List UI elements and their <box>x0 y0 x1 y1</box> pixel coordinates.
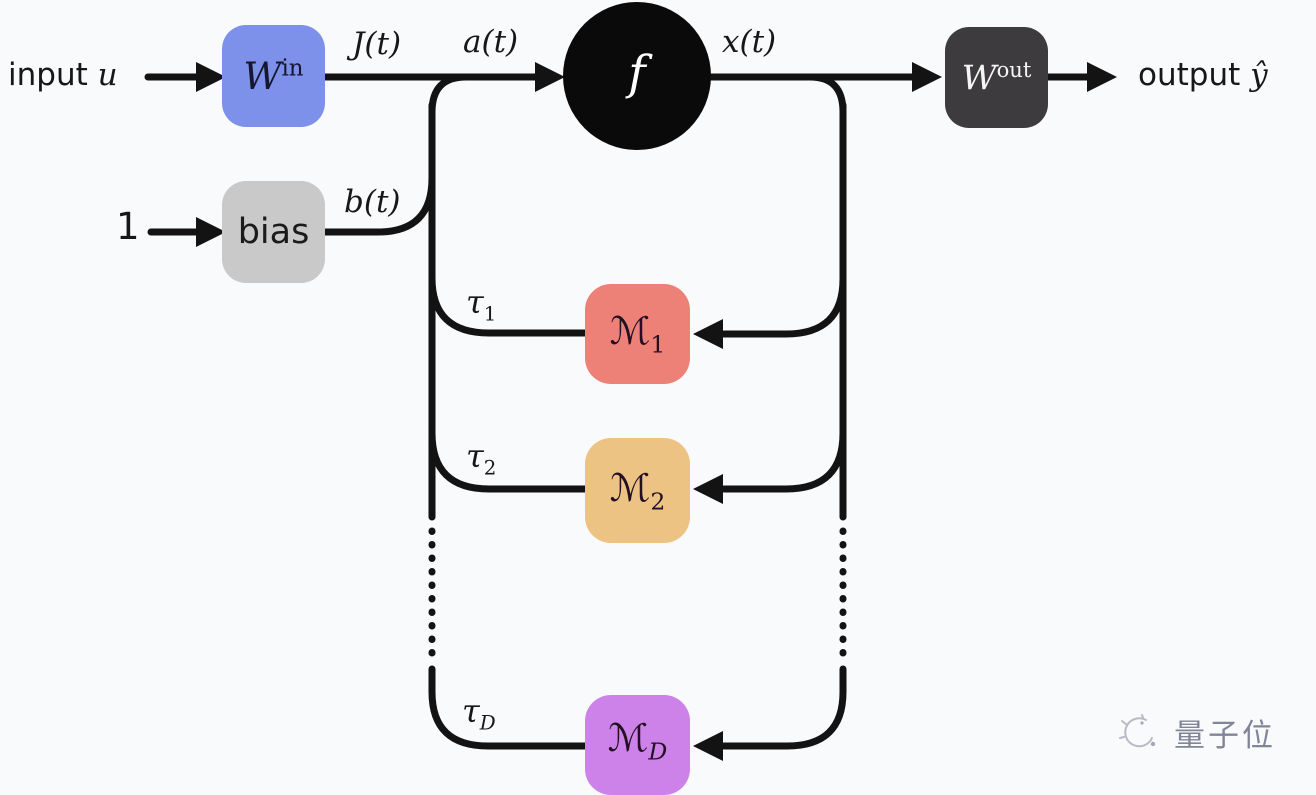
bias-label: bias <box>237 212 310 252</box>
node-memory-1: ℳ1 <box>585 284 690 384</box>
tau-2-label: τ2 <box>466 437 497 480</box>
memory-d-label: ℳD <box>607 716 668 766</box>
watermark: 量子位 <box>1112 706 1276 758</box>
one-label: 1 <box>116 205 140 248</box>
wire-left-branch-curve <box>428 73 470 116</box>
memory-1-label: ℳ1 <box>609 309 666 359</box>
x-of-t-label: x(t) <box>722 24 777 60</box>
f-label: f <box>628 45 646 101</box>
node-memory-d: ℳD <box>585 695 690 795</box>
wire-m1-to-left-bus <box>428 274 590 337</box>
a-of-t-label: a(t) <box>463 24 519 60</box>
node-memory-2: ℳ2 <box>585 438 690 543</box>
watermark-text: 量子位 <box>1174 717 1276 754</box>
arrowhead-into-f <box>535 62 565 92</box>
wire-right-bus-to-md <box>720 665 847 750</box>
node-w-out: Wout <box>945 27 1048 128</box>
w-in-label: Win <box>243 54 304 98</box>
arrowhead-into-bias <box>196 217 226 247</box>
w-out-label: Wout <box>961 56 1032 99</box>
arrowhead-into-md <box>693 731 723 761</box>
arrowhead-into-m2 <box>693 474 723 504</box>
node-w-in: Win <box>222 25 325 127</box>
b-of-t-label: b(t) <box>344 184 401 220</box>
input-label: input u <box>8 57 118 93</box>
node-f-nonlinearity: f <box>563 2 711 150</box>
output-label: output ŷ <box>1138 57 1268 93</box>
arrowhead-into-m1 <box>693 319 723 349</box>
wire-right-branch-curve <box>806 73 847 116</box>
tau-1-label: τ1 <box>466 283 497 326</box>
arrowhead-into-output <box>1087 62 1117 92</box>
arrowhead-into-win <box>196 62 226 92</box>
tau-d-label: τD <box>462 692 496 735</box>
wire-bias-to-bus <box>321 174 436 236</box>
wire-right-bus-to-m2 <box>720 429 847 493</box>
wire-right-bus-to-m1 <box>720 275 847 338</box>
node-bias: bias <box>222 181 325 283</box>
j-of-t-label: J(t) <box>352 26 402 62</box>
memory-2-label: ℳ2 <box>609 465 666 516</box>
arrowhead-into-wout <box>912 62 942 92</box>
wire-m2-to-left-bus <box>428 429 590 493</box>
wire-left-bus-to-md <box>428 665 590 750</box>
qbitai-logo-icon <box>1119 714 1156 748</box>
